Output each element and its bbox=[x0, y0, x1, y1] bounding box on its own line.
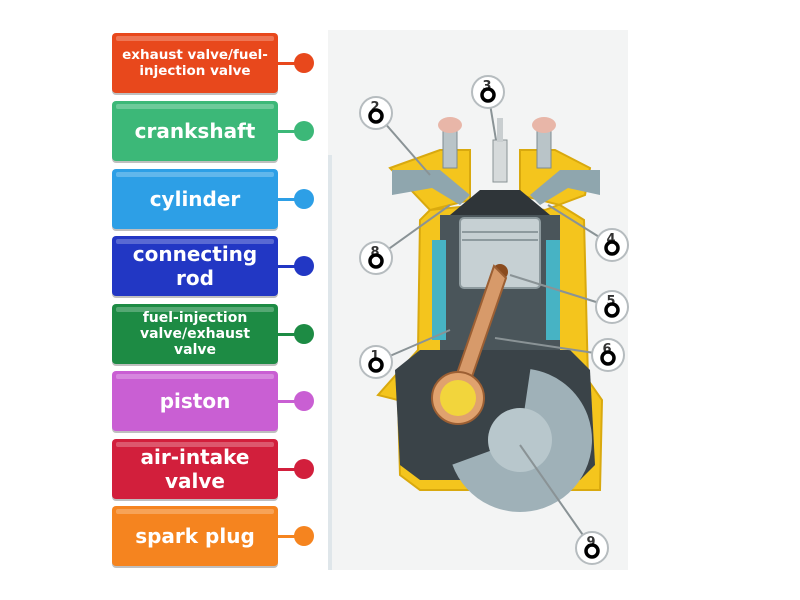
tile-connector-dot[interactable] bbox=[294, 391, 314, 411]
drop-slot-6[interactable]: 6 bbox=[591, 338, 625, 372]
slot-number: 5 bbox=[606, 294, 615, 309]
label-tile-text: fuel-injection valve/exhaust valve bbox=[139, 310, 251, 358]
slot-anchor-ring[interactable] bbox=[604, 302, 620, 318]
crankshaft-shape bbox=[452, 369, 592, 512]
label-tile-spark-plug[interactable]: spark plug bbox=[112, 506, 278, 566]
tile-connector-line bbox=[278, 535, 298, 538]
tile-connector-line bbox=[278, 468, 298, 471]
label-tile-text: connecting rod bbox=[132, 242, 258, 290]
drop-slot-8[interactable]: 8 bbox=[359, 241, 393, 275]
slot-anchor-ring[interactable] bbox=[480, 87, 496, 103]
label-tile-connecting-rod[interactable]: connecting rod bbox=[112, 236, 278, 296]
label-tile-text: crankshaft bbox=[134, 119, 256, 143]
label-tile-cylinder[interactable]: cylinder bbox=[112, 169, 278, 229]
drop-slot-9[interactable]: 9 bbox=[575, 531, 609, 565]
slot-number: 9 bbox=[586, 535, 595, 550]
tile-connector-dot[interactable] bbox=[294, 526, 314, 546]
label-tile-text: exhaust valve/fuel-injection valve bbox=[122, 47, 268, 79]
label-tile-crankshaft[interactable]: crankshaft bbox=[112, 101, 278, 161]
drop-slot-5[interactable]: 5 bbox=[595, 290, 629, 324]
label-tile-fuel-injection-valve-exhaust-valve[interactable]: fuel-injection valve/exhaust valve bbox=[112, 304, 278, 364]
connecting-rod-shape bbox=[431, 264, 508, 425]
label-tile-text: piston bbox=[159, 389, 231, 413]
slot-anchor-ring[interactable] bbox=[600, 350, 616, 366]
label-tile-text: cylinder bbox=[149, 187, 241, 211]
tile-connector-line bbox=[278, 400, 298, 403]
tile-connector-line bbox=[278, 62, 298, 65]
drop-slot-2[interactable]: 2 bbox=[359, 96, 393, 130]
slot-anchor-ring[interactable] bbox=[368, 108, 384, 124]
tile-connector-line bbox=[278, 265, 298, 268]
label-tile-piston[interactable]: piston bbox=[112, 371, 278, 431]
tile-connector-dot[interactable] bbox=[294, 189, 314, 209]
label-tile-text: air-intake valve bbox=[140, 445, 250, 493]
drop-slot-3[interactable]: 3 bbox=[471, 75, 505, 109]
slot-anchor-ring[interactable] bbox=[604, 240, 620, 256]
label-tile-text: spark plug bbox=[135, 524, 255, 548]
tile-connector-dot[interactable] bbox=[294, 324, 314, 344]
slot-number: 3 bbox=[482, 79, 491, 94]
slot-group: 2 3 8 4 5 1 6 9 bbox=[359, 75, 629, 565]
slot-anchor-ring[interactable] bbox=[368, 357, 384, 373]
label-tile-exhaust-valve-fuel-injection-valve[interactable]: exhaust valve/fuel-injection valve bbox=[112, 33, 278, 93]
tile-connector-line bbox=[278, 198, 298, 201]
label-tile-air-intake-valve[interactable]: air-intake valve bbox=[112, 439, 278, 499]
slot-number: 8 bbox=[370, 245, 379, 260]
tile-connector-dot[interactable] bbox=[294, 53, 314, 73]
slot-anchor-ring[interactable] bbox=[368, 253, 384, 269]
tile-connector-dot[interactable] bbox=[294, 121, 314, 141]
tile-connector-dot[interactable] bbox=[294, 256, 314, 276]
slot-number: 2 bbox=[370, 100, 379, 115]
slot-number: 4 bbox=[606, 232, 615, 247]
tile-connector-dot[interactable] bbox=[294, 459, 314, 479]
drop-slot-1[interactable]: 1 bbox=[359, 345, 393, 379]
tile-connector-line bbox=[278, 333, 298, 336]
slot-number: 6 bbox=[602, 342, 611, 357]
tile-connector-line bbox=[278, 130, 298, 133]
slot-anchor-ring[interactable] bbox=[584, 543, 600, 559]
slot-number: 1 bbox=[370, 349, 379, 364]
drop-slot-4[interactable]: 4 bbox=[595, 228, 629, 262]
